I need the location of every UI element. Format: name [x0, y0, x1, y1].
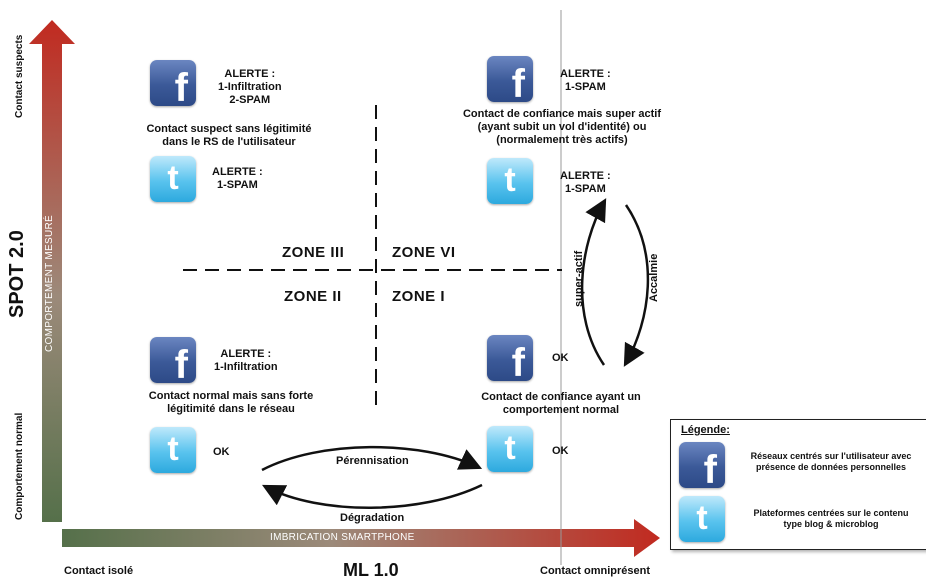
- alert-title: ALERTE :: [212, 166, 263, 178]
- zone-i: ZONE I: [392, 288, 446, 305]
- zone-ii: ZONE II: [284, 288, 342, 305]
- top-right-description: Contact de confiance mais super actif (a…: [438, 108, 686, 147]
- twitter-icon: t: [150, 427, 196, 473]
- twitter-icon: t: [679, 496, 725, 542]
- alert-title: ALERTE :: [224, 68, 276, 80]
- bottom-right-description: Contact de confiance ayant un comporteme…: [450, 391, 672, 417]
- description-line: (normalement très actifs): [496, 134, 628, 146]
- top-left-tw-alert: ALERTE : 1-SPAM: [212, 166, 263, 192]
- super-actif-label: super-actif: [573, 250, 585, 307]
- alert-title: ALERTE :: [220, 348, 272, 360]
- x-axis-bar-label: IMBRICATION SMARTPHONE: [270, 532, 415, 543]
- legend-facebook-text: Réseaux centrés sur l'utilisateur avec p…: [737, 451, 925, 473]
- facebook-icon: f: [150, 60, 196, 108]
- alert-line: 1-SPAM: [216, 179, 258, 191]
- description-line: Contact de confiance ayant un: [481, 391, 641, 403]
- facebook-icon: f: [487, 56, 533, 104]
- legend-twitter-text: Plateformes centrées sur le contenu type…: [737, 508, 925, 530]
- bottom-left-fb-alert: ALERTE : 1-Infiltration: [214, 348, 278, 374]
- y-bottom-label: Comportement normal: [14, 412, 25, 520]
- facebook-icon: f: [487, 335, 533, 383]
- facebook-icon: f: [150, 337, 196, 385]
- bottom-left-tw-status: OK: [213, 446, 230, 458]
- top-left-fb-alert: ALERTE : 1-Infiltration 2-SPAM: [218, 68, 282, 107]
- bottom-left-description: Contact normal mais sans forte légitimit…: [116, 390, 346, 416]
- legend-title: Légende:: [681, 424, 730, 436]
- description-line: légitimité dans le réseau: [167, 403, 295, 415]
- x-right-label: Contact omniprésent: [540, 565, 651, 577]
- accalmie-arrow: [623, 204, 650, 367]
- description-line: (ayant subit un vol d'identité) ou: [477, 121, 647, 133]
- alert-line: 1-SPAM: [564, 183, 606, 195]
- description-line: comportement normal: [502, 404, 620, 416]
- legend-line: type blog & microblog: [783, 519, 879, 529]
- top-right-fb-alert: ALERTE : 1-SPAM: [560, 68, 611, 94]
- legend-box: Légende: f Réseaux centrés sur l'utilisa…: [670, 419, 926, 550]
- perennisation-label: Pérennisation: [336, 455, 409, 467]
- zone-vi: ZONE VI: [392, 244, 456, 261]
- description-line: dans le RS de l'utilisateur: [162, 136, 296, 148]
- x-left-label: Contact isolé: [64, 565, 134, 577]
- bottom-right-fb-status: OK: [552, 352, 569, 364]
- degradation-arrow: [262, 483, 483, 509]
- alert-line: 2-SPAM: [229, 94, 271, 106]
- twitter-icon: t: [487, 426, 533, 472]
- accalmie-label: Accalmie: [648, 253, 660, 302]
- y-axis-title: SPOT 2.0: [6, 230, 28, 318]
- twitter-icon: t: [487, 158, 533, 204]
- y-axis-arrow: [29, 20, 75, 522]
- top-right-tw-alert: ALERTE : 1-SPAM: [560, 170, 611, 196]
- alert-line: 1-Infiltration: [214, 361, 278, 373]
- legend-line: Plateformes centrées sur le contenu: [753, 508, 909, 518]
- y-axis-bar-label: COMPORTEMENT MESURÉ: [44, 214, 55, 352]
- super-actif-arrow: [580, 198, 607, 366]
- alert-title: ALERTE :: [560, 170, 611, 182]
- description-line: Contact de confiance mais super actif: [462, 108, 662, 120]
- description-line: Contact suspect sans légitimité: [146, 123, 312, 135]
- zone-iii: ZONE III: [282, 244, 345, 261]
- alert-line: 1-SPAM: [564, 81, 606, 93]
- facebook-icon: f: [679, 442, 725, 490]
- legend-line: présence de données personnelles: [755, 462, 907, 472]
- description-line: Contact normal mais sans forte: [148, 390, 314, 402]
- alert-line: 1-Infiltration: [218, 81, 282, 93]
- perennisation-arrow: [261, 445, 483, 472]
- legend-line: Réseaux centrés sur l'utilisateur avec: [750, 451, 912, 461]
- bottom-right-tw-status: OK: [552, 445, 569, 457]
- y-top-label: Contact suspects: [14, 34, 25, 118]
- twitter-icon: t: [150, 156, 196, 202]
- degradation-label: Dégradation: [340, 512, 405, 524]
- alert-title: ALERTE :: [560, 68, 611, 80]
- x-axis-title: ML 1.0: [343, 560, 399, 580]
- top-left-description: Contact suspect sans légitimité dans le …: [118, 123, 340, 149]
- x-axis-arrow: [62, 519, 660, 557]
